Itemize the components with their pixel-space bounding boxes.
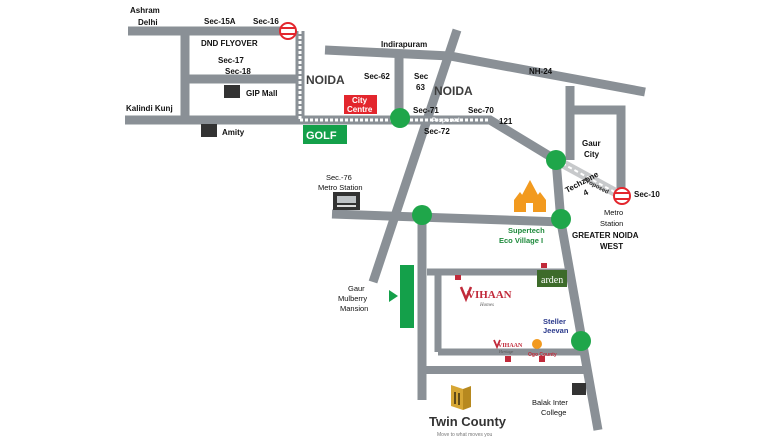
label-sec62: Sec-62: [364, 72, 390, 81]
mulberry-bar: [400, 265, 414, 328]
twin-county-logo: [451, 385, 471, 410]
label-city: City: [352, 96, 368, 105]
label-vihaan-heritage-sub: Heritage: [498, 349, 513, 354]
label-sec15a: Sec-15A: [204, 17, 236, 26]
kalindi-road: [125, 115, 559, 164]
vihaan-heritage-logo: [493, 339, 501, 350]
balak-block: [572, 383, 586, 395]
label-nh24: NH-24: [529, 67, 553, 76]
label-gaur-city-2: City: [584, 150, 600, 159]
label-ogo-county: Ogo County: [528, 352, 557, 358]
vihaan-homes-logo: [459, 286, 473, 303]
label-vihaan-heritage: VIHAAN: [498, 343, 523, 349]
metro-sign-sec10: [613, 187, 631, 205]
label-balak-2: College: [541, 408, 566, 417]
marker-arden: [541, 263, 547, 268]
main-diagonal-road: [368, 28, 462, 284]
label-gnw-1: GREATER NOIDA: [572, 231, 639, 240]
label-noida-2: NOIDA: [434, 84, 473, 98]
label-mulberry-3: Mansion: [340, 304, 368, 313]
label-vihaan-homes: VIHAAN: [467, 289, 512, 301]
label-gip: GIP Mall: [246, 89, 277, 98]
label-balak-1: Balak Inter: [532, 398, 568, 407]
label-sec10: Sec-10: [634, 190, 660, 199]
label-sec70: Sec-70: [468, 106, 494, 115]
label-sec76-a: Sec.-76: [326, 173, 352, 182]
label-techzone-2: 4: [582, 187, 591, 197]
gip-mall-block: [224, 85, 240, 98]
label-centre: Centre: [347, 105, 373, 114]
label-delhi: Delhi: [138, 18, 158, 27]
proposed-metro-dashes: [555, 159, 623, 197]
amity-block: [201, 124, 217, 137]
indirapuram-road: [324, 45, 646, 97]
label-metro: Metro: [604, 208, 623, 217]
label-sec71: Sec-71: [413, 106, 439, 115]
metro-sign-sec16: [279, 22, 297, 40]
sec76-road: [331, 209, 564, 227]
label-dnd: DND FLYOVER: [201, 39, 258, 48]
arden-logo: [537, 270, 567, 287]
label-sec18: Sec-18: [225, 67, 251, 76]
marker-small-1: [505, 356, 511, 362]
label-steller-1: Steller: [543, 317, 566, 326]
label-twin-county: Twin County: [429, 414, 507, 429]
metro-station-steller: [571, 331, 591, 351]
label-mulberry-2: Mulberry: [338, 294, 367, 303]
label-sec72: Sec-72: [424, 127, 450, 136]
label-supertech-2: Eco Village I: [499, 236, 543, 245]
marker-vihaan: [455, 275, 461, 280]
label-mulberry-1: Gaur: [348, 284, 365, 293]
label-twin-county-tagline: Move to what moves you: [437, 432, 493, 438]
marker-small-2: [539, 356, 545, 362]
label-arden: arden: [541, 275, 563, 286]
label-steller-2: Jeevan: [543, 326, 569, 335]
label-sec76-b: Metro Station: [318, 183, 363, 192]
mulberry-arrow-icon: [389, 290, 398, 302]
label-sec17: Sec-17: [218, 56, 244, 65]
metro-station-sec71: [390, 108, 410, 128]
metro-station-sec76: [412, 205, 432, 225]
label-indirapuram: Indirapuram: [381, 40, 427, 49]
label-kalindi: Kalindi Kunj: [126, 104, 173, 113]
metro-train-icon: [333, 192, 360, 210]
label-golf: GOLF: [306, 130, 337, 142]
metro-station-techzone: [546, 150, 566, 170]
metro-station-gnw: [551, 209, 571, 229]
label-vihaan-homes-sub: Homes: [479, 303, 494, 308]
label-gaur-city-1: Gaur: [582, 139, 601, 148]
label-supertech-1: Supertech: [508, 226, 545, 235]
label-sec63-b: 63: [416, 83, 425, 92]
label-station: Station: [600, 219, 623, 228]
label-121: 121: [499, 117, 513, 126]
temple-icon: [514, 180, 546, 212]
label-ashram: Ashram: [130, 6, 160, 15]
label-sec63-a: Sec: [414, 72, 429, 81]
city-centre-badge: [344, 95, 377, 114]
label-gnw-2: WEST: [600, 242, 623, 251]
label-amity: Amity: [222, 128, 245, 137]
gaur-city-top: [570, 105, 626, 196]
label-noida-1: NOIDA: [306, 73, 345, 87]
ogo-county-logo: [532, 339, 542, 349]
road-network: [125, 26, 646, 431]
label-proposed-1: Proposed: [432, 118, 460, 124]
golf-badge: [303, 125, 347, 144]
metro-stations: [390, 108, 591, 351]
label-sec16: Sec-16: [253, 17, 279, 26]
